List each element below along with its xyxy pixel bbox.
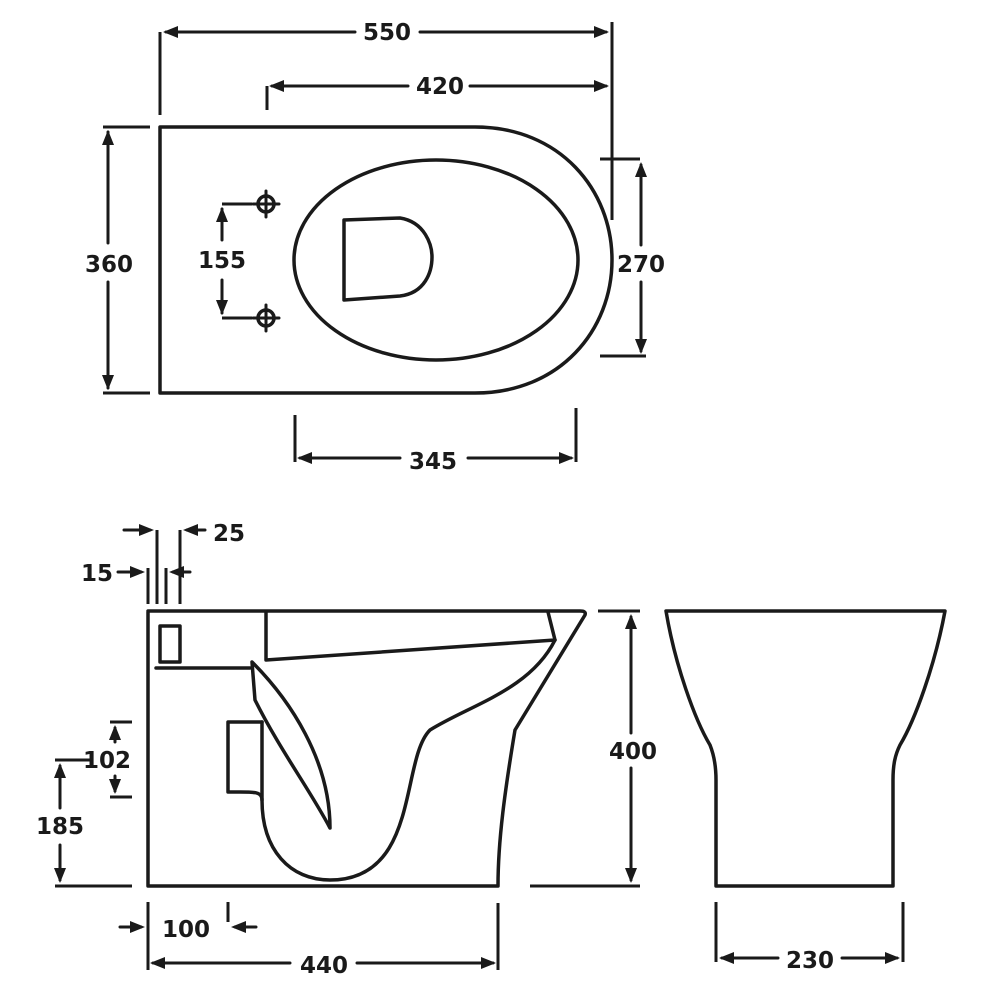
dim-base-width: 230 [714,902,905,974]
dim-rim-width: 270 [600,157,665,358]
body-outline [146,609,587,888]
dim-pipe-offset-inner: 15 [81,561,192,604]
dim-base-length: 440 [146,903,500,979]
dim-label: 270 [617,252,665,278]
trapway [250,660,332,830]
dim-pipe-offset-outer: 25 [122,521,245,604]
dim-label: 420 [416,74,464,100]
dim-outlet-setback: 100 [118,902,258,943]
dim-outlet-height: 185 [36,758,132,888]
dim-label: 155 [198,248,246,274]
dim-label: 100 [162,917,210,943]
dim-label: 230 [786,948,834,974]
dim-label: 345 [409,449,457,475]
dim-overall-width: 360 [85,125,150,395]
dim-label: 360 [85,252,133,278]
waste-outlet [342,216,434,302]
end-view-outline [664,609,947,888]
bowl-curve [226,638,557,882]
dim-height: 400 [530,609,657,888]
dim-label: 25 [213,521,245,547]
pan-outline [158,125,614,395]
dim-overall-length: 550 [158,20,614,220]
dim-pan-length: 420 [265,74,609,110]
dim-label: 15 [81,561,113,587]
top-view: 550 420 360 155 [85,20,665,475]
dim-label: 400 [609,739,657,765]
side-view: 25 15 400 [36,521,657,979]
fixing-hole-icon [251,189,281,219]
rim-ellipse [292,158,580,362]
fixing-hole-icon [251,303,281,333]
dim-label: 185 [36,814,84,840]
dim-label: 550 [363,20,411,46]
dim-bowl-length: 345 [293,408,578,475]
seat-section [264,610,557,662]
dim-label: 440 [300,953,348,979]
end-view: 230 [664,609,947,974]
cistern-outlet-rect [158,624,182,664]
dim-fixing-spacing: 155 [198,202,252,320]
